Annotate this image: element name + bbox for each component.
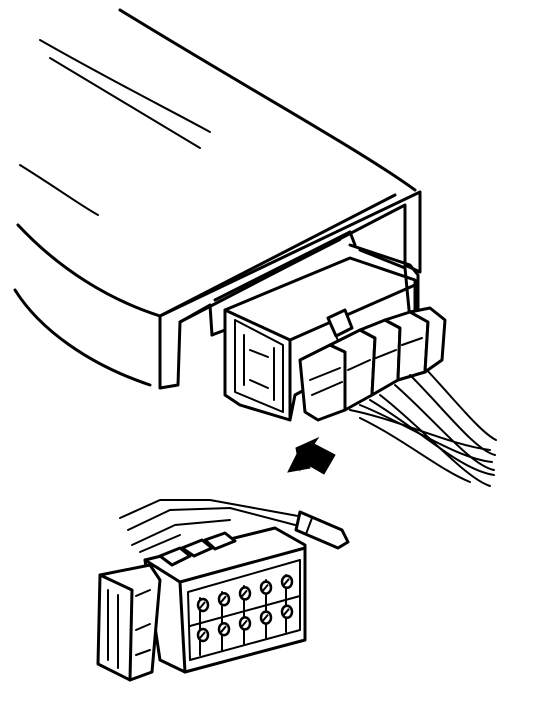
connector-installed [223,243,497,487]
pin-terminal [262,613,269,622]
pin-terminal [220,625,227,633]
module-housing [13,8,422,390]
connector-pins [196,574,294,643]
pin-terminal [241,619,248,628]
pin-terminal [241,589,248,598]
pin-terminal [283,578,290,586]
pin-terminal [283,608,290,616]
pin-terminal [262,583,269,592]
pin-terminal [199,601,206,609]
pin-terminal [199,631,206,639]
removal-direction-arrow [287,436,336,475]
connector-detail [96,499,350,682]
pin-terminal [220,595,227,603]
